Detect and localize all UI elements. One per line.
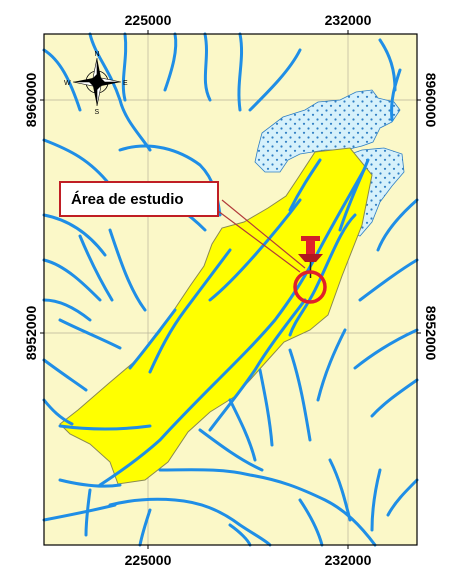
location-pin-icon [298,236,323,278]
top-coord-1: 225000 [125,12,172,28]
right-coord-1: 8960000 [423,73,439,128]
top-coord-2: 232000 [325,12,372,28]
study-area-polygon [59,147,373,485]
compass-w: W [64,80,71,87]
compass-s: S [95,109,100,116]
map-frame [43,33,418,546]
callout-leader [213,199,306,273]
compass-e: E [123,80,128,87]
bottom-coord-1: 225000 [125,552,172,568]
study-location-circle [293,270,327,304]
bottom-coord-2: 232000 [325,552,372,568]
frame-ticks [40,30,421,549]
right-coord-2: 8952000 [423,306,439,361]
left-coord-2: 8952000 [23,306,39,361]
compass-n: N [95,51,100,58]
callout-label: Área de estudio [71,191,184,208]
main-river [58,166,367,487]
compass-rose-icon: N S E W [64,51,128,116]
left-coord-1: 8960000 [23,73,39,128]
callout-box: Área de estudio [59,181,219,217]
lake-area [254,89,401,173]
